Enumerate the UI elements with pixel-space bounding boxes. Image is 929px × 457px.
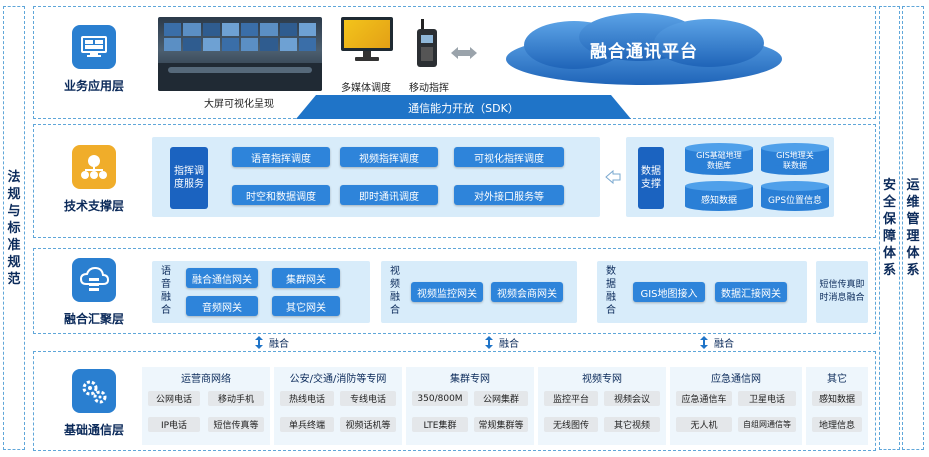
platform-title: 融合通讯平台 [590, 42, 698, 62]
gw-fusion-comm: 融合通信网关 [186, 268, 258, 288]
db-gis-related: GIS地理关联数据 [760, 143, 830, 175]
sms-fusion-label: 短信传真即时消息融合 [819, 280, 865, 303]
updown-arrow-icon [255, 335, 263, 349]
fusion-layer-name: 融合汇聚层 [63, 311, 124, 326]
regulation-rail: 法规与标准规范 [3, 6, 25, 450]
group-other: 其它 感知数据 地理信息 [806, 367, 868, 445]
gw-video-conference: 视频会商网关 [491, 282, 563, 302]
group-video-network: 视频专网 监控平台 视频会议 无线图传 其它视频 [538, 367, 666, 445]
db-gps: GPS位置信息 [760, 181, 830, 211]
network-tree-icon [72, 145, 116, 189]
data-fusion-panel: 数据融合 GIS地图接入 数据汇接网关 [597, 261, 807, 323]
updown-arrow-icon [700, 335, 708, 349]
security-label: 安全保障体系 [882, 178, 896, 278]
voice-fusion-label: 语音融合 [161, 266, 171, 316]
group-emergency-network: 应急通信网 应急通信车 卫星电话 无人机 自组网通信等 [670, 367, 802, 445]
mobile-caption: 移动指挥 [409, 83, 449, 94]
sdk-band: 通信能力开放（SDK） [296, 95, 631, 119]
app-layer: 业务应用层 大屏可视化呈现 多媒体调度 移动指挥 [33, 6, 876, 119]
double-arrow-icon [451, 45, 477, 59]
app-layer-header: 业务应用层 [44, 17, 144, 102]
sms-fusion-panel: 短信传真即时消息融合 [816, 261, 868, 323]
screen-caption: 大屏可视化呈现 [204, 99, 274, 110]
link-left-label: 融合 [269, 338, 289, 350]
dispatch-panel: 指挥调度服务 语音指挥调度 视频指挥调度 可视化指挥调度 时空和数据调度 即时通… [152, 137, 600, 217]
media-caption: 多媒体调度 [341, 83, 391, 94]
cloud-database-icon [72, 257, 116, 302]
gears-icon [72, 368, 116, 413]
group-trunking-network: 集群专网 350/800M 公网集群 LTE集群 常规集群等 [406, 367, 534, 445]
left-arrow-icon [605, 169, 621, 185]
multimedia-monitor-image [341, 17, 393, 61]
updown-arrow-icon [485, 335, 493, 349]
tech-layer-name: 技术支撑层 [63, 199, 124, 213]
voice-fusion-panel: 语音融合 融合通信网关 集群网关 音频网关 其它网关 [152, 261, 370, 323]
gw-other: 其它网关 [272, 296, 340, 316]
platform-cloud: 融合通讯平台 [499, 11, 789, 89]
gis-map-access: GIS地图接入 [633, 282, 705, 302]
tech-layer: 技术支撑层 指挥调度服务 语音指挥调度 视频指挥调度 可视化指挥调度 时空和数据… [33, 124, 876, 238]
link-middle-label: 融合 [499, 338, 519, 350]
gw-cluster: 集群网关 [272, 268, 340, 288]
base-layer-name: 基础通信层 [63, 422, 124, 437]
base-layer: 基础通信层 运营商网络 公网电话 移动手机 IP电话 短信传真等 公安/交通/消… [33, 351, 876, 451]
data-fusion-label: 数据融合 [606, 266, 616, 316]
security-rail: 安全保障体系 [879, 6, 900, 450]
gw-audio: 音频网关 [186, 296, 258, 316]
video-fusion-label: 视频融合 [390, 266, 400, 316]
service-spacetime-dispatch: 时空和数据调度 [232, 185, 330, 205]
video-fusion-panel: 视频融合 视频监控网关 视频会商网关 [381, 261, 577, 323]
base-layer-header: 基础通信层 [44, 362, 144, 444]
desktop-icon [72, 25, 116, 69]
app-layer-name: 业务应用层 [63, 79, 124, 93]
link-right: 融合 [700, 335, 760, 350]
dispatch-service-label: 指挥调度服务 [170, 147, 208, 209]
data-support-label: 数据支撑 [638, 147, 664, 209]
link-right-label: 融合 [714, 338, 734, 350]
sdk-label: 通信能力开放（SDK） [408, 102, 519, 115]
db-sensing: 感知数据 [684, 181, 754, 211]
gw-data-junction: 数据汇接网关 [715, 282, 787, 302]
link-middle: 融合 [485, 335, 545, 350]
tech-layer-header: 技术支撑层 [44, 137, 144, 222]
service-voice-dispatch: 语音指挥调度 [232, 147, 330, 167]
big-screen-image [158, 17, 322, 91]
mobile-radio-image [417, 19, 439, 67]
fusion-layer-header: 融合汇聚层 [44, 253, 144, 331]
service-video-dispatch: 视频指挥调度 [340, 147, 438, 167]
service-external-interface: 对外接口服务等 [454, 185, 564, 205]
group-dedicated-network: 公安/交通/消防等专网 热线电话 专线电话 单兵终端 视频话机等 [274, 367, 402, 445]
ops-label: 运维管理体系 [906, 178, 920, 278]
regulation-label: 法规与标准规范 [7, 169, 21, 287]
fusion-layer: 融合汇聚层 语音融合 融合通信网关 集群网关 音频网关 其它网关 视频融合 视频… [33, 248, 876, 334]
service-visual-dispatch: 可视化指挥调度 [454, 147, 564, 167]
link-left: 融合 [255, 335, 315, 350]
db-gis-base: GIS基础地理数据库 [684, 143, 754, 175]
ops-rail: 运维管理体系 [902, 6, 924, 450]
service-im-dispatch: 即时通讯调度 [340, 185, 438, 205]
gw-video-monitor: 视频监控网关 [411, 282, 483, 302]
group-operator-network: 运营商网络 公网电话 移动手机 IP电话 短信传真等 [142, 367, 270, 445]
